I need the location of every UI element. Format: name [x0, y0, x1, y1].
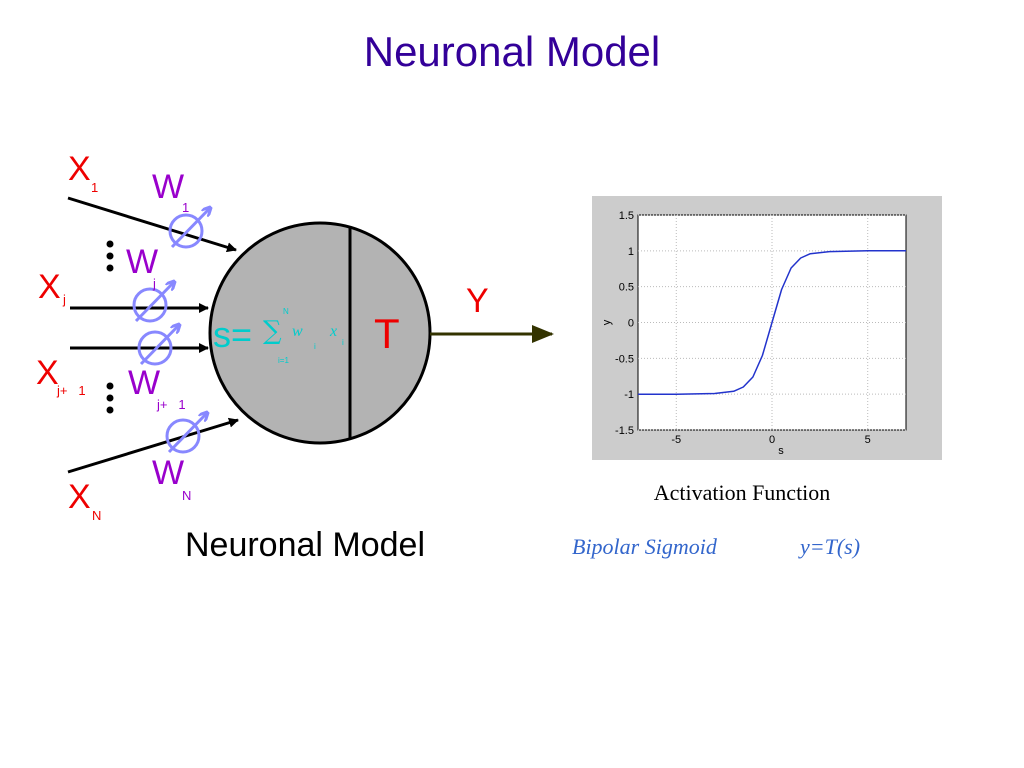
x-tick-label: -5: [671, 434, 681, 446]
y-axis-label: y: [601, 319, 613, 325]
neuron-sum-lower: i=1: [278, 356, 289, 365]
y-tick-label: 1: [628, 246, 634, 258]
sigmoid-equation: y=T(s): [800, 534, 861, 559]
neuron-sum-w: w: [292, 323, 303, 340]
input-xj1-label: X: [36, 354, 59, 392]
weight-symbol-j1: [137, 325, 179, 366]
neuron-sum-upper: N: [283, 307, 289, 316]
input-x1-label: X: [68, 150, 91, 188]
input-line-1: [67, 196, 237, 253]
y-tick-label: 1.5: [619, 210, 634, 222]
x-axis-label: s: [778, 445, 784, 457]
weight-wn-label: W: [152, 454, 185, 492]
input-xj1-subscript: j+ 1: [57, 383, 86, 398]
weight-w1-subscript: 1: [182, 200, 190, 215]
model-caption: Neuronal Model: [184, 526, 426, 564]
y-tick-label: -0.5: [615, 353, 634, 365]
weight-wj1-label: W: [128, 364, 161, 402]
weight-w1-label: W: [152, 168, 185, 206]
neuron-sum-x: x: [330, 323, 338, 340]
neuron-t-label: T: [374, 310, 400, 357]
weight-wj-subscript: j: [153, 276, 156, 291]
activation-caption: Activation Function: [653, 480, 831, 505]
activation-plot: 1.5 1 0.5 0 -0.5 -1 -1.5 -5 0 5 s y: [601, 210, 907, 457]
input-xj-label: X: [38, 268, 61, 306]
activation-plot-panel: 1.5 1 0.5 0 -0.5 -1 -1.5 -5 0 5 s y: [592, 196, 942, 460]
neuron-sum-symbol: ∑: [263, 316, 282, 346]
input-xj-subscript: j: [63, 292, 66, 307]
neuron-sum-x-subscript: i: [342, 338, 344, 347]
ellipsis-dots-lower: [106, 382, 114, 414]
y-tick-label: -1.5: [615, 425, 634, 437]
neuron-sum-w-subscript: i: [314, 342, 316, 351]
y-tick-label: -1: [624, 389, 634, 401]
sigmoid-curve: [638, 250, 906, 395]
x-tick-label: 5: [865, 434, 871, 446]
weight-symbol-n: [165, 413, 207, 454]
weight-wj1-subscript: j+ 1: [157, 397, 186, 412]
ellipsis-dots-upper: [106, 240, 114, 272]
input-x1-subscript: 1: [91, 180, 99, 195]
y-tick-label: 0: [628, 318, 634, 330]
weight-symbol-1: [168, 208, 210, 249]
weight-wn-subscript: N: [182, 488, 192, 503]
neuron-s-label: s=: [213, 314, 253, 355]
y-tick-label: 0.5: [619, 282, 634, 294]
output-y-label: Y: [466, 282, 489, 320]
input-xn-label: X: [68, 478, 91, 516]
input-xn-subscript: N: [92, 508, 102, 523]
weight-wj-label: W: [126, 243, 159, 281]
input-line-n: [67, 417, 239, 474]
weight-symbol-j: [132, 282, 174, 323]
sigmoid-name: Bipolar Sigmoid: [572, 534, 717, 559]
x-tick-label: 0: [769, 434, 775, 446]
slide-title: Neuronal Model: [363, 28, 661, 75]
